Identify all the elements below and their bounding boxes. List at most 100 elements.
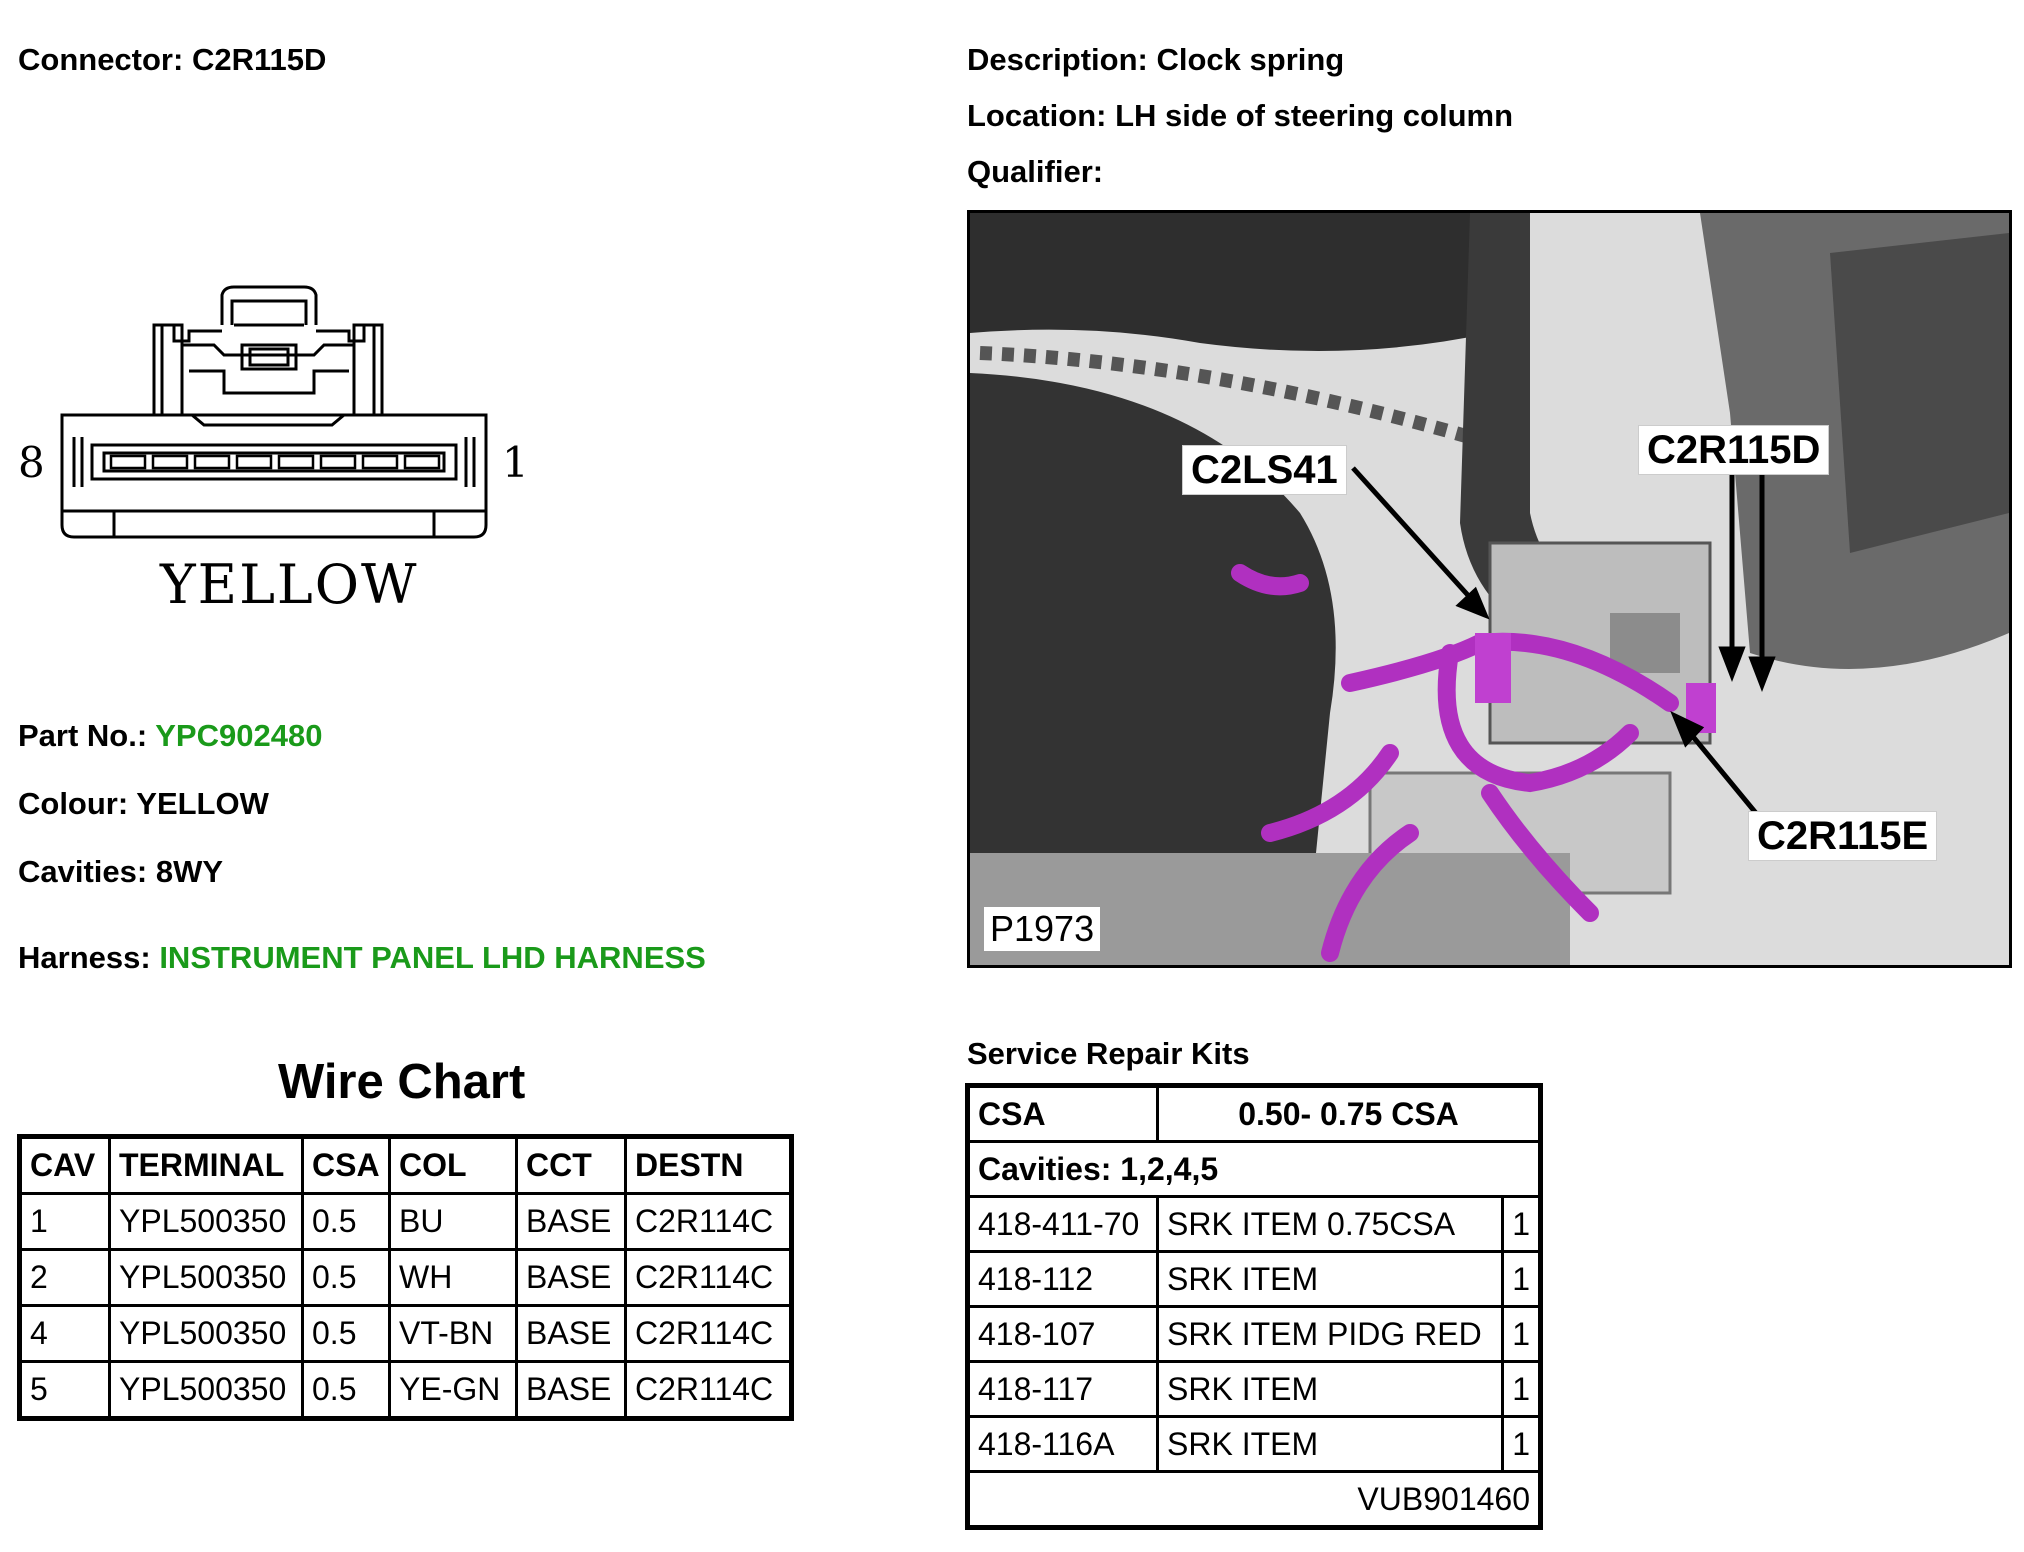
description-label: Description:	[967, 42, 1148, 77]
harness-value[interactable]: INSTRUMENT PANEL LHD HARNESS	[159, 940, 706, 975]
kit-qty: 1	[1501, 1415, 1542, 1473]
location-photo: C2LS41 C2R115D C2R115E P1973	[967, 210, 2012, 968]
cell-cav: 4	[18, 1304, 111, 1363]
csa-row: CSA 0.50- 0.75 CSA	[966, 1084, 1542, 1143]
kit-qty: 1	[1501, 1195, 1542, 1253]
cell-csa: 0.5	[301, 1192, 391, 1251]
cavity-2	[361, 454, 399, 470]
wire-chart-table: CAV TERMINAL CSA COL CCT DESTN 1 YPL5003…	[17, 1134, 794, 1421]
cavity-4	[277, 454, 315, 470]
list-item: 418-112 SRK ITEM 1	[966, 1250, 1542, 1308]
table-row: 5 YPL500350 0.5 YE-GN BASE C2R114C	[18, 1360, 793, 1420]
cell-cav: 1	[18, 1192, 111, 1251]
location-line: Location: LH side of steering column	[967, 98, 1513, 134]
cell-col: WH	[388, 1248, 518, 1307]
cavities-row: Cavities: 1,2,4,5	[966, 1140, 1542, 1198]
photo-id: P1973	[984, 907, 1101, 951]
list-item: 418-117 SRK ITEM 1	[966, 1360, 1542, 1418]
callout-c2r115d: C2R115D	[1638, 425, 1830, 475]
cavity-5	[235, 454, 273, 470]
cell-destn: C2R114C	[624, 1304, 793, 1363]
cell-csa: 0.5	[301, 1248, 391, 1307]
cell-cct: BASE	[515, 1248, 627, 1307]
table-row: 1 YPL500350 0.5 BU BASE C2R114C	[18, 1192, 793, 1251]
pin-8-label: 8	[18, 438, 45, 487]
cavity-7	[151, 454, 189, 470]
wire-chart-header-row: CAV TERMINAL CSA COL CCT DESTN	[18, 1135, 793, 1195]
kit-description: SRK ITEM PIDG RED	[1155, 1305, 1505, 1363]
cell-cct: BASE	[515, 1360, 627, 1420]
col-header-col: COL	[388, 1135, 518, 1195]
col-header-csa: CSA	[301, 1135, 391, 1195]
cavities-value: 8WY	[155, 854, 224, 889]
callout-c2ls41: C2LS41	[1182, 445, 1347, 495]
steering-column-illustration	[970, 213, 2009, 965]
cell-cav: 5	[18, 1360, 111, 1420]
list-item: 418-107 SRK ITEM PIDG RED 1	[966, 1305, 1542, 1363]
col-header-cav: CAV	[18, 1135, 111, 1195]
cavity-8	[109, 454, 147, 470]
kit-qty: 1	[1501, 1250, 1542, 1308]
kit-number: VUB901460	[966, 1470, 1542, 1529]
col-header-destn: DESTN	[624, 1135, 793, 1195]
service-kits-title: Service Repair Kits	[967, 1036, 1250, 1071]
connector-value: C2R115D	[191, 42, 327, 77]
part-no-value[interactable]: YPC902480	[155, 718, 323, 753]
qualifier-label: Qualifier:	[967, 154, 1104, 189]
cell-col: YE-GN	[388, 1360, 518, 1420]
connector-colour-text: YELLOW	[159, 553, 419, 616]
cell-col: BU	[388, 1192, 518, 1251]
table-row: 2 YPL500350 0.5 WH BASE C2R114C	[18, 1248, 793, 1307]
callout-c2r115e: C2R115E	[1748, 811, 1938, 861]
cell-cct: BASE	[515, 1304, 627, 1363]
wire-chart-title: Wire Chart	[278, 1055, 526, 1109]
description-line: Description: Clock spring	[967, 42, 1344, 78]
cavities-label: Cavities:	[18, 854, 148, 889]
col-header-terminal: TERMINAL	[108, 1135, 304, 1195]
csa-label: CSA	[966, 1084, 1159, 1143]
kit-part-number: 418-116A	[966, 1415, 1159, 1473]
cell-terminal: YPL500350	[108, 1304, 304, 1363]
cavity-3	[319, 454, 357, 470]
kit-description: SRK ITEM	[1155, 1360, 1505, 1418]
kit-qty: 1	[1501, 1305, 1542, 1363]
col-header-cct: CCT	[515, 1135, 627, 1195]
service-kits-table: CSA 0.50- 0.75 CSA Cavities: 1,2,4,5 418…	[965, 1083, 1543, 1530]
kit-number-row: VUB901460	[966, 1470, 1542, 1529]
connector-face-diagram: 8 1 YELLOW	[18, 285, 529, 616]
table-row: 4 YPL500350 0.5 VT-BN BASE C2R114C	[18, 1304, 793, 1363]
cavity-6	[193, 454, 231, 470]
kit-part-number: 418-112	[966, 1250, 1159, 1308]
kit-cavities: Cavities: 1,2,4,5	[966, 1140, 1542, 1198]
cell-cct: BASE	[515, 1192, 627, 1251]
location-label: Location:	[967, 98, 1107, 133]
colour-value: YELLOW	[136, 786, 269, 821]
qualifier-line: Qualifier:	[967, 154, 1103, 190]
list-item: 418-411-70 SRK ITEM 0.75CSA 1	[966, 1195, 1542, 1253]
harness-label: Harness:	[18, 940, 151, 975]
cell-destn: C2R114C	[624, 1360, 793, 1420]
cell-destn: C2R114C	[624, 1192, 793, 1251]
connector-line: Connector: C2R115D	[18, 42, 326, 78]
csa-value: 0.50- 0.75 CSA	[1156, 1084, 1542, 1143]
cell-destn: C2R114C	[624, 1248, 793, 1307]
part-no-label: Part No.:	[18, 718, 148, 753]
connector-label: Connector:	[18, 42, 184, 77]
list-item: 418-116A SRK ITEM 1	[966, 1415, 1542, 1473]
kit-description: SRK ITEM	[1155, 1250, 1505, 1308]
part-no-line: Part No.: YPC902480	[18, 718, 322, 754]
kit-description: SRK ITEM	[1155, 1415, 1505, 1473]
cell-col: VT-BN	[388, 1304, 518, 1363]
pin-1-label: 1	[502, 438, 529, 487]
kit-part-number: 418-107	[966, 1305, 1159, 1363]
cell-cav: 2	[18, 1248, 111, 1307]
description-value: Clock spring	[1156, 42, 1345, 77]
location-value: LH side of steering column	[1115, 98, 1514, 133]
cell-terminal: YPL500350	[108, 1248, 304, 1307]
cell-terminal: YPL500350	[108, 1192, 304, 1251]
cell-terminal: YPL500350	[108, 1360, 304, 1420]
kit-part-number: 418-411-70	[966, 1195, 1159, 1253]
harness-line: Harness: INSTRUMENT PANEL LHD HARNESS	[18, 940, 706, 976]
kit-description: SRK ITEM 0.75CSA	[1155, 1195, 1505, 1253]
cavity-1	[403, 454, 441, 470]
